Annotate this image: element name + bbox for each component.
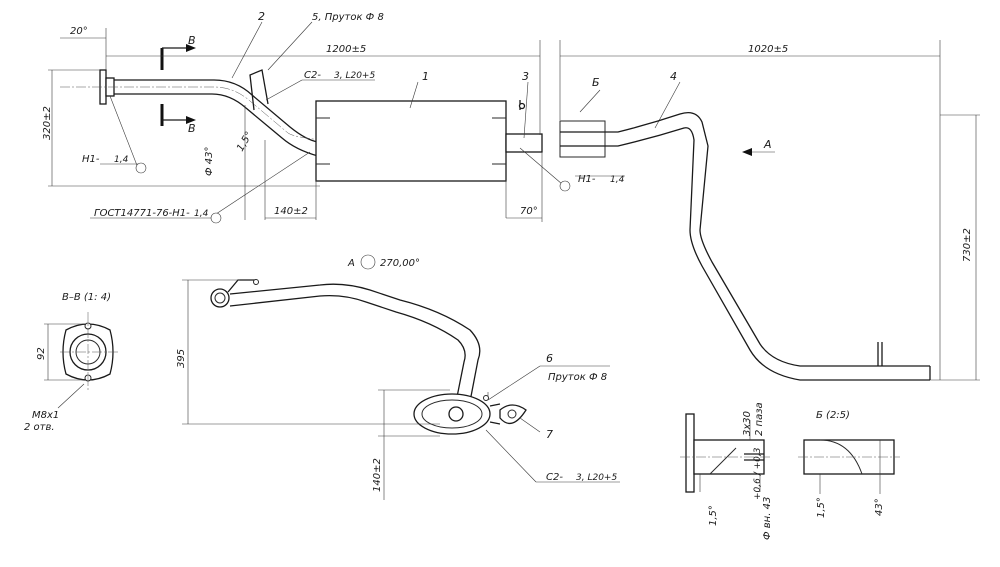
leaders-main (90, 21, 681, 219)
weld-right-value: 1,4 (610, 175, 625, 185)
weld-c2-top-label: С2- (304, 70, 321, 81)
view-A-assembly (210, 279, 527, 435)
part-6-label: 6 (546, 352, 553, 365)
cut-B-top-label: В (188, 34, 196, 47)
weld-c2-bottom-label: С2- (546, 472, 563, 483)
section-cut-B (160, 44, 196, 126)
view-arrow-A-label: А (763, 138, 772, 151)
thread-m8: М8х1 (32, 410, 59, 421)
weld-circle-left (135, 162, 147, 174)
weld-c2-top-value: 3, L20+5 (334, 71, 375, 81)
section-BB-flange (44, 312, 118, 409)
weld-gost-label: ГОСТ14771-76-Н1- (94, 208, 190, 219)
dim-320: 320±2 (42, 106, 53, 140)
dim-1200: 1200±5 (326, 44, 366, 55)
weld-left-label: Н1- (82, 154, 100, 165)
weld-circle-gost (210, 212, 222, 224)
dim-70: 70° (520, 206, 538, 217)
dim-43-b: 43° (874, 498, 885, 516)
bracket-5 (249, 69, 269, 111)
dim-1-5-a: 1,5° (235, 130, 255, 154)
thread-holes: 2 отв. (24, 422, 55, 433)
weld-c2-bottom-value: 3, L20+5 (576, 473, 617, 483)
weld-gost-value: 1,4 (194, 209, 209, 219)
dim-140-b: 140±2 (372, 458, 383, 492)
dim-3x30: 3х30 (742, 411, 753, 436)
dim-730: 730±2 (962, 228, 973, 262)
dim-140-a: 140±2 (274, 206, 308, 217)
part-6-note: Пруток Ф 8 (548, 372, 607, 383)
view-A-angle: 270,00° (380, 258, 420, 269)
section-B-label: Б (592, 76, 600, 89)
cut-B-bottom-label: В (188, 122, 196, 135)
weld-circle-right (559, 180, 571, 192)
dim-1-5-c: 1,5° (816, 497, 827, 518)
tail-pipe-4 (559, 111, 931, 381)
section-BB-title: В–В (1: 4) (62, 292, 111, 303)
view-A-rotate-symbol (360, 254, 376, 270)
dim-1-5-b: 1,5° (708, 505, 719, 526)
front-pipe (114, 79, 319, 157)
dim-inner-43: Ф вн. 43 (762, 497, 773, 540)
part-1-label: 1 (422, 70, 429, 83)
weld-right-label: Н1- (578, 174, 596, 185)
part-4-label: 4 (670, 70, 677, 83)
detail-pipe-end (680, 413, 770, 493)
dim-2-paza: 2 паза (754, 402, 765, 436)
part-5-label: 5, Пруток Ф 8 (312, 12, 384, 23)
dim-inner-43-tol: +0,6 / +0,3 (753, 447, 763, 500)
dim-lines-view-A (182, 279, 620, 500)
dim-lines-main (48, 28, 980, 381)
part-3-label: 3 (522, 70, 529, 83)
rear-pipe-stub (505, 100, 543, 153)
dim-20: 20° (70, 26, 88, 37)
muffler-body (315, 100, 507, 182)
dim-395: 395 (176, 349, 187, 368)
part-7-label: 7 (546, 428, 553, 441)
detail-B-title: Б (2:5) (816, 410, 850, 421)
dim-43: Ф 43° (204, 146, 215, 176)
weld-left-value: 1,4 (114, 155, 129, 165)
section-B-frame (559, 120, 606, 158)
part-2-label: 2 (258, 10, 265, 23)
dim-92: 92 (36, 347, 47, 360)
dim-1020: 1020±5 (748, 44, 788, 55)
detail-B-section (798, 439, 900, 494)
view-A-label: А (347, 258, 355, 269)
